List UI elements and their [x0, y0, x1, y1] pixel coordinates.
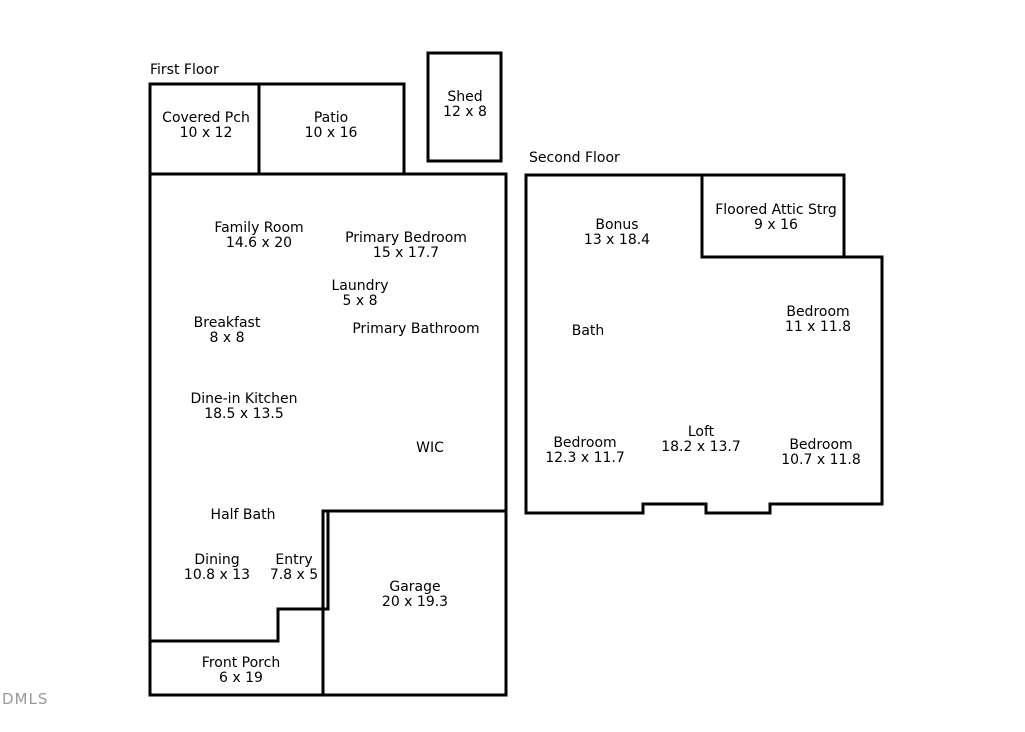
room-dimensions: 8 x 8: [209, 330, 245, 346]
room-label-wic: WIC: [416, 441, 444, 456]
room-label-entry: Entry 7.8 x 5: [270, 553, 318, 583]
room-label-family-room: Family Room 14.6 x 20: [214, 221, 303, 251]
shed-outline: [426, 51, 503, 163]
room-name: Covered Pch: [162, 110, 250, 126]
room-dimensions: 15 x 17.7: [372, 245, 440, 261]
room-name: Bonus: [595, 217, 639, 233]
room-label-bedroom-b: Bedroom 12.3 x 11.7: [545, 436, 625, 466]
room-dimensions: 18.5 x 13.5: [204, 406, 284, 422]
room-label-attic: Floored Attic Strg 9 x 16: [715, 203, 837, 233]
room-label-half-bath: Half Bath: [211, 508, 276, 523]
front-porch-outline: [148, 607, 325, 697]
room-label-loft: Loft 18.2 x 13.7: [661, 425, 741, 455]
room-name: Bath: [571, 323, 605, 339]
room-name: Bedroom: [789, 437, 853, 453]
room-name: Primary Bathroom: [352, 321, 480, 337]
dmls-watermark: DMLS: [2, 690, 49, 708]
room-name: WIC: [416, 440, 444, 456]
room-name: Bedroom: [553, 435, 617, 451]
room-dimensions: 7.8 x 5: [269, 567, 319, 583]
room-label-primary-bedroom: Primary Bedroom 15 x 17.7: [345, 231, 467, 261]
room-name: Half Bath: [210, 507, 276, 523]
room-name: Breakfast: [193, 315, 261, 331]
room-name: Floored Attic Strg: [715, 202, 837, 218]
room-label-breakfast: Breakfast 8 x 8: [194, 316, 261, 346]
room-label-primary-bathroom: Primary Bathroom: [352, 322, 479, 337]
room-dimensions: 5 x 8: [342, 293, 378, 309]
room-label-bonus: Bonus 13 x 18.4: [584, 218, 650, 248]
room-name: Primary Bedroom: [345, 230, 467, 246]
garage-outline: [321, 509, 508, 697]
room-label-bath: Bath: [572, 324, 605, 339]
room-dimensions: 14.6 x 20: [225, 235, 293, 251]
room-name: Patio: [313, 110, 349, 126]
room-label-bedroom-a: Bedroom 11 x 11.8: [785, 305, 851, 335]
room-dimensions: 12.3 x 11.7: [545, 450, 625, 466]
room-dimensions: 10.8 x 13: [183, 567, 251, 583]
room-name: Dine-in Kitchen: [190, 391, 298, 407]
room-label-garage: Garage 20 x 19.3: [382, 580, 448, 610]
room-label-laundry: Laundry 5 x 8: [331, 279, 388, 309]
room-name: Entry: [275, 552, 313, 568]
room-label-shed: Shed 12 x 8: [443, 90, 487, 120]
room-name: Garage: [389, 579, 441, 595]
room-name: Bedroom: [786, 304, 850, 320]
room-label-covered-porch: Covered Pch 10 x 12: [162, 111, 250, 141]
attic-outline: [700, 173, 846, 259]
room-name: Front Porch: [201, 655, 281, 671]
room-label-dining: Dining 10.8 x 13: [184, 553, 250, 583]
room-label-kitchen: Dine-in Kitchen 18.5 x 13.5: [190, 392, 297, 422]
room-label-front-porch: Front Porch 6 x 19: [202, 656, 280, 686]
room-dimensions: 10.7 x 11.8: [781, 452, 861, 468]
room-name: Laundry: [331, 278, 389, 294]
room-name: Family Room: [214, 220, 304, 236]
room-label-bedroom-c: Bedroom 10.7 x 11.8: [781, 438, 861, 468]
room-dimensions: 9 x 16: [754, 217, 798, 233]
room-dimensions: 20 x 19.3: [381, 594, 449, 610]
room-dimensions: 10 x 12: [179, 125, 233, 141]
room-dimensions: 10 x 16: [304, 125, 358, 141]
room-name: Dining: [194, 552, 240, 568]
room-dimensions: 18.2 x 13.7: [661, 439, 741, 455]
room-dimensions: 13 x 18.4: [583, 232, 651, 248]
first-floor-heading: First Floor: [150, 62, 219, 78]
room-dimensions: 12 x 8: [443, 104, 487, 120]
room-name: Loft: [687, 424, 715, 440]
room-label-patio: Patio 10 x 16: [305, 111, 358, 141]
room-dimensions: 6 x 19: [219, 670, 263, 686]
room-name: Shed: [447, 89, 483, 105]
room-dimensions: 11 x 11.8: [784, 319, 852, 335]
second-floor-heading: Second Floor: [529, 150, 620, 166]
